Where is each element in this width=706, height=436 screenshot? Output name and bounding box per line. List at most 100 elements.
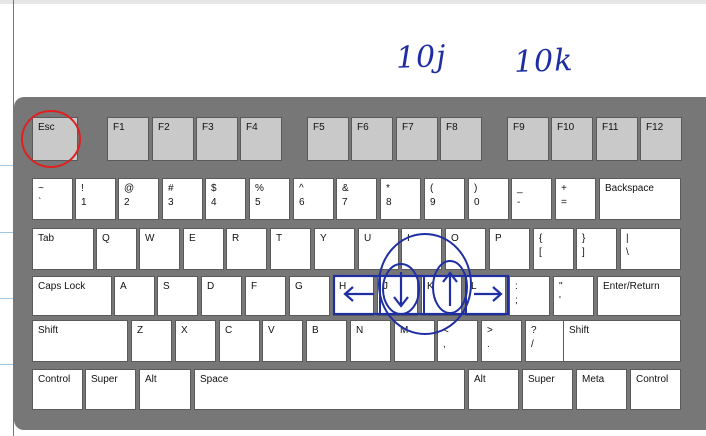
key-symbol[interactable]: }] [576,228,617,270]
key-label: W [145,233,155,244]
key-f5[interactable]: F5 [307,117,349,161]
key-label: Shift [38,325,59,336]
key-alt[interactable]: Alt [468,369,519,410]
key-shift[interactable]: Shift [32,320,128,362]
key-label: : [515,281,518,292]
key-meta[interactable]: Meta [576,369,627,410]
key-i[interactable]: I [401,228,442,270]
key-symbol[interactable]: $4 [205,178,246,220]
key-label: F11 [602,122,619,133]
key-sublabel: = [561,197,567,208]
key-symbol[interactable]: "' [553,276,594,316]
handwritten-note-10j: 10j [395,39,448,76]
key-label: { [539,233,543,244]
key-f6[interactable]: F6 [351,117,393,161]
key-sublabel: - [517,197,521,208]
key-f2[interactable]: F2 [152,117,194,161]
key-shift[interactable]: Shift [563,320,681,362]
key-symbol[interactable]: @2 [118,178,159,220]
key-t[interactable]: T [270,228,311,270]
key-u[interactable]: U [358,228,399,270]
key-enter-return[interactable]: Enter/Return [597,276,681,316]
key-symbol[interactable]: )0 [468,178,509,220]
key-symbol[interactable]: :; [509,276,550,316]
key-symbol[interactable]: !1 [75,178,116,220]
key-sublabel: [ [539,247,542,258]
key-symbol[interactable]: {[ [533,228,574,270]
key-f12[interactable]: F12 [640,117,682,161]
key-r[interactable]: R [226,228,267,270]
key-f[interactable]: F [245,276,286,316]
key-symbol[interactable]: (9 [424,178,465,220]
key-label: F7 [402,122,414,133]
key-o[interactable]: O [445,228,486,270]
key-sublabel: ; [515,295,518,306]
key-f7[interactable]: F7 [396,117,438,161]
key-symbol[interactable]: <, [437,320,478,362]
key-g[interactable]: G [289,276,330,316]
key-f11[interactable]: F11 [596,117,638,161]
key-alt[interactable]: Alt [139,369,191,410]
key-symbol[interactable]: |\ [620,228,681,270]
key-q[interactable]: Q [96,228,137,270]
key-m[interactable]: M [394,320,435,362]
key-backspace[interactable]: Backspace [599,178,681,220]
key-f10[interactable]: F10 [551,117,593,161]
key-caps-lock[interactable]: Caps Lock [32,276,112,316]
key-label: X [181,325,188,336]
key-symbol[interactable]: += [555,178,596,220]
key-sublabel: ` [38,197,42,208]
key-label: $ [211,183,217,194]
key-f1[interactable]: F1 [107,117,149,161]
key-f3[interactable]: F3 [196,117,238,161]
key-symbol[interactable]: ~` [32,178,73,220]
key-label: U [364,233,372,244]
key-v[interactable]: V [262,320,303,362]
key-symbol[interactable]: *8 [380,178,421,220]
key-f9[interactable]: F9 [507,117,549,161]
key-label: | [626,233,629,244]
key-sublabel: , [443,339,446,350]
key-sublabel: 8 [386,197,392,208]
key-label: F3 [202,122,214,133]
key-label: F5 [313,122,325,133]
key-y[interactable]: Y [314,228,355,270]
key-p[interactable]: P [489,228,530,270]
key-s[interactable]: S [157,276,198,316]
key-c[interactable]: C [219,320,260,362]
key-symbol[interactable]: _- [511,178,552,220]
key-symbol[interactable]: #3 [162,178,203,220]
key-symbol[interactable]: %5 [249,178,290,220]
key-h[interactable]: H [333,276,374,316]
key-a[interactable]: A [114,276,155,316]
key-super[interactable]: Super [85,369,136,410]
key-symbol[interactable]: &7 [336,178,377,220]
key-x[interactable]: X [175,320,216,362]
key-symbol[interactable]: >. [481,320,522,362]
key-k[interactable]: K [421,276,462,316]
key-label: F8 [446,122,458,133]
key-w[interactable]: W [139,228,180,270]
key-j[interactable]: J [377,276,418,316]
key-l[interactable]: L [465,276,506,316]
key-d[interactable]: D [201,276,242,316]
key-symbol[interactable]: ^6 [293,178,334,220]
key-n[interactable]: N [350,320,391,362]
key-label: Alt [145,374,157,385]
key-control[interactable]: Control [32,369,83,410]
key-f8[interactable]: F8 [440,117,482,161]
key-symbol[interactable]: ?/ [525,320,566,362]
key-f4[interactable]: F4 [240,117,282,161]
key-label: F4 [246,122,258,133]
key-z[interactable]: Z [131,320,172,362]
key-e[interactable]: E [183,228,224,270]
key-tab[interactable]: Tab [32,228,94,270]
key-super[interactable]: Super [522,369,573,410]
key-b[interactable]: B [306,320,347,362]
key-label: ( [430,183,434,194]
key-space[interactable]: Space [194,369,465,410]
key-esc[interactable]: Esc [32,117,78,161]
key-label: K [427,281,434,292]
key-label: % [255,183,264,194]
key-control[interactable]: Control [630,369,681,410]
